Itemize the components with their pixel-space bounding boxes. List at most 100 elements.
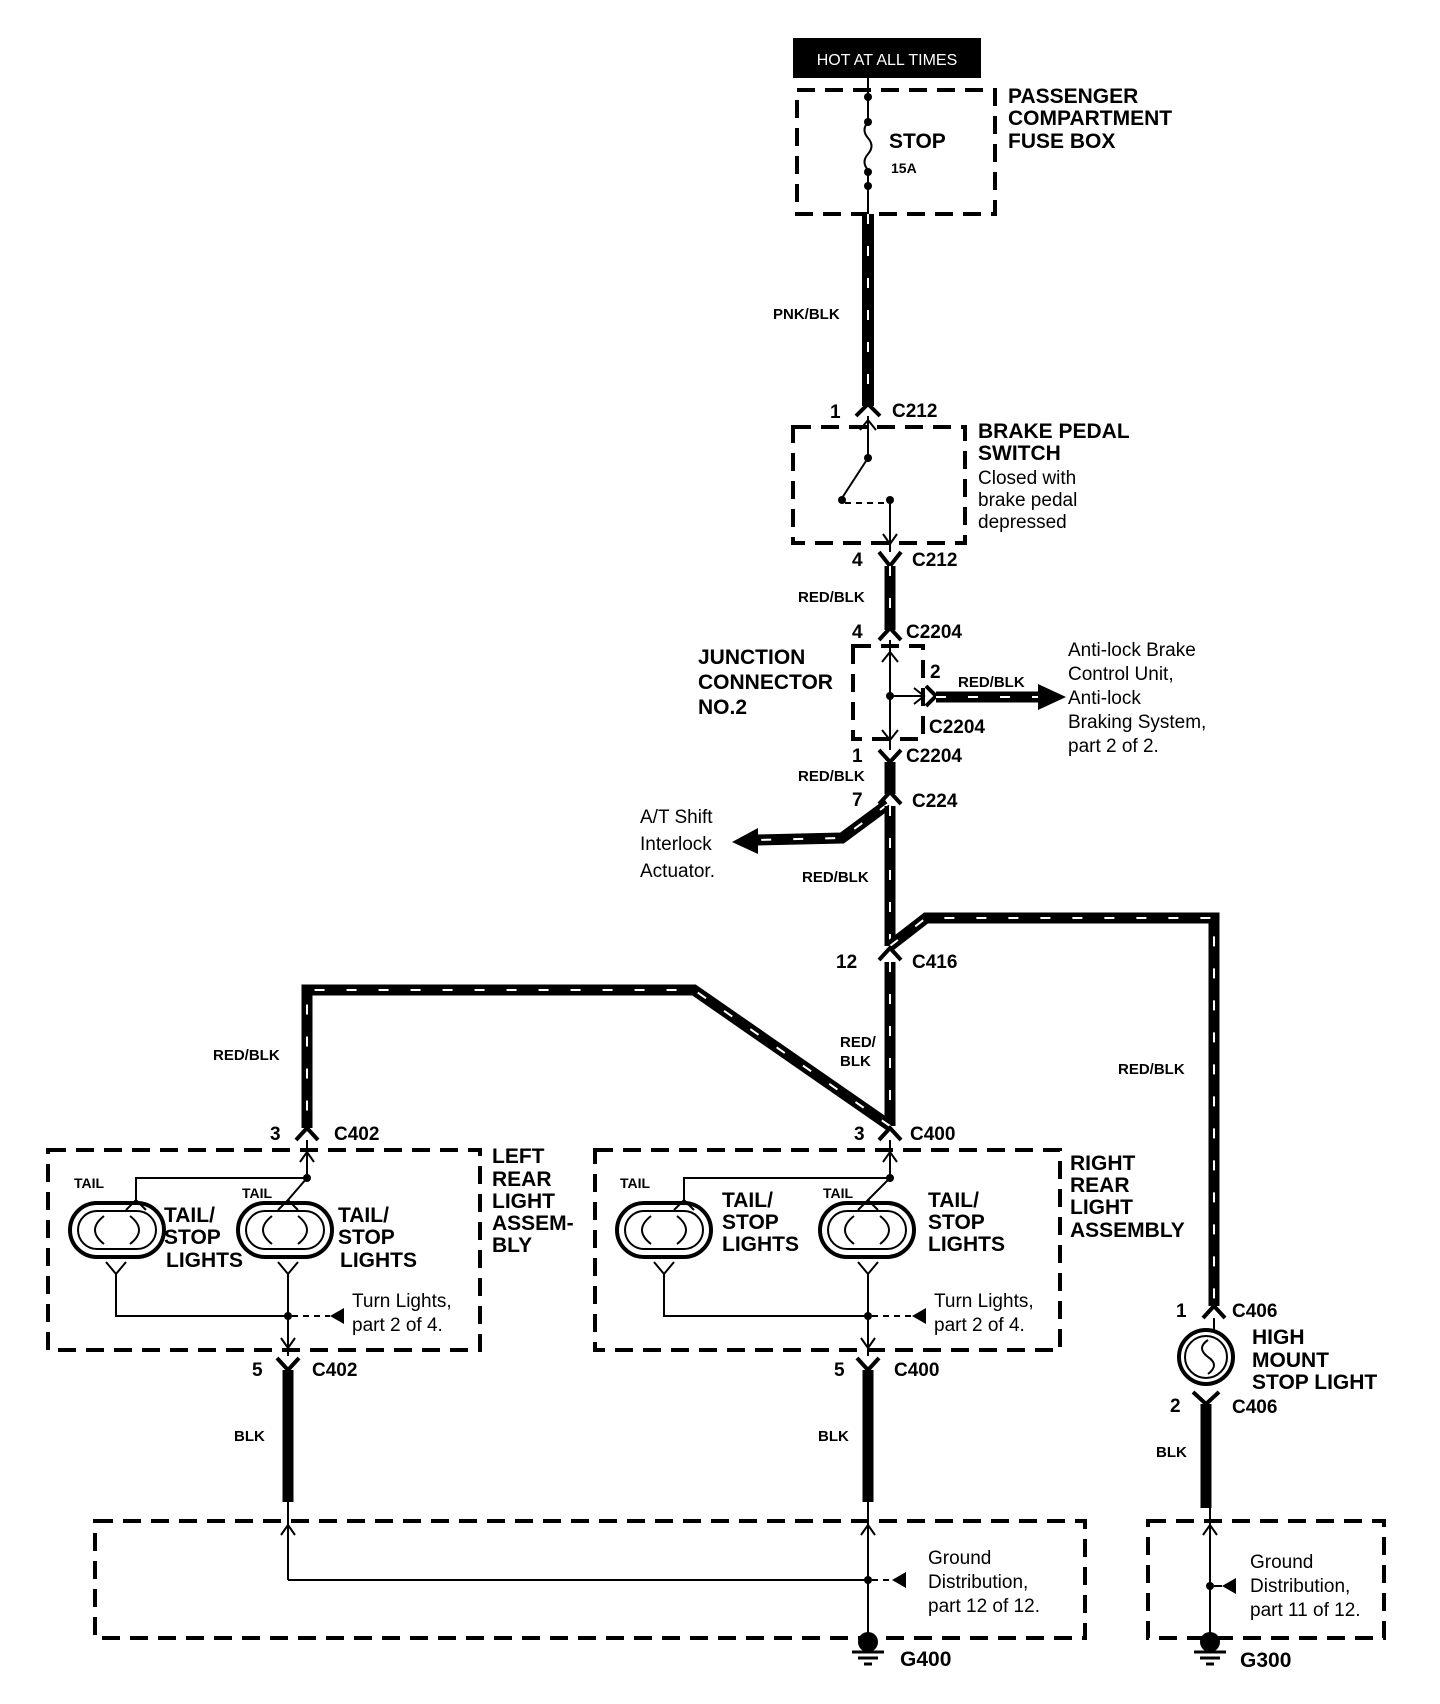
at-shift-ref-1: A/T Shift [640, 807, 713, 828]
fuse-box-label-2: COMPARTMENT [1008, 107, 1172, 130]
c2204-pin-4: 4 [852, 622, 863, 643]
c406-label-bottom: C406 [1232, 1397, 1277, 1418]
c400-label-top: C400 [910, 1124, 955, 1145]
wire-label-red-blk-1: RED/BLK [798, 589, 865, 606]
brake-switch-desc-1: Closed with [978, 468, 1076, 489]
at-shift-ref-3: Actuator. [640, 861, 715, 882]
right-rear-light-assembly: TAIL TAIL TAIL/ STOP LIGHTS TAIL/ STOP L… [593, 1140, 1185, 1356]
right-bulb-1-icon [615, 1201, 713, 1259]
right-tail-label-1: TAIL [620, 1175, 651, 1191]
fuse-name: STOP [889, 130, 946, 153]
c400-connector-bottom: 5 C400 [834, 1356, 939, 1381]
wire-blk-high-mount: BLK [1156, 1404, 1212, 1508]
high-mount-stop-light: HIGH MOUNT STOP LIGHT [1177, 1318, 1377, 1394]
wire-label-red-blk-split-1: RED/ [840, 1034, 877, 1051]
g400-ref-1: Ground [928, 1548, 991, 1569]
left-lamp-1-label-3: LIGHTS [166, 1249, 243, 1272]
wire-to-at-shift: A/T Shift Interlock Actuator. [640, 799, 892, 882]
c2204-label-bottom: C2204 [906, 746, 962, 767]
right-bulb-2-icon [818, 1201, 916, 1259]
c212-connector-top: 1 C212 [830, 401, 937, 423]
left-rear-title-3: LIGHT [492, 1190, 555, 1213]
junction-title-3: NO.2 [698, 696, 747, 719]
left-bulb-1-icon [68, 1201, 166, 1259]
wire-label-blk-hm: BLK [1156, 1444, 1187, 1461]
high-mount-title-2: MOUNT [1252, 1349, 1329, 1372]
fuse-rating: 15A [891, 160, 917, 176]
left-lamp-2-label-3: LIGHTS [340, 1249, 417, 1272]
c2204-pin-2: 2 [930, 662, 941, 683]
right-lamp-2-label-1: TAIL/ [928, 1189, 979, 1212]
c224-label: C224 [912, 791, 958, 812]
right-lamp-1-label-2: STOP [722, 1211, 779, 1234]
left-lamp-2-label-2: STOP [338, 1226, 395, 1249]
left-rear-title-4: ASSEM- [492, 1212, 574, 1235]
c402-pin-5: 5 [252, 1360, 263, 1381]
abs-ref-2: Control Unit, [1068, 664, 1174, 685]
arrow-left-icon [732, 828, 758, 854]
ground-g400-icon: G400 [852, 1632, 951, 1671]
left-lamp-2-label-1: TAIL/ [338, 1204, 389, 1227]
junction-title-2: CONNECTOR [698, 671, 833, 694]
c224-connector: 7 C224 [852, 789, 958, 812]
g400-ref-2: Distribution, [928, 1572, 1028, 1593]
abs-ref-4: Braking System, [1068, 712, 1206, 733]
wire-label-blk-right: BLK [818, 1428, 849, 1445]
wire-to-high-mount: RED/BLK [886, 912, 1220, 1306]
wire-label-red-blk-abs: RED/BLK [958, 674, 1025, 691]
c400-pin-3: 3 [854, 1124, 865, 1145]
ground-g400-box: Ground Distribution, part 12 of 12. [93, 1502, 1087, 1640]
left-rear-title-2: REAR [492, 1168, 552, 1191]
switch-contact-icon [841, 457, 869, 499]
g300-ref-2: Distribution, [1250, 1576, 1350, 1597]
c406-connector-bottom: 2 C406 [1170, 1390, 1277, 1418]
c2204-pin-1: 1 [852, 746, 863, 767]
c416-connector: 12 C416 [836, 945, 957, 973]
left-rear-title-1: LEFT [492, 1145, 545, 1168]
wire-label-blk-left: BLK [234, 1428, 265, 1445]
c2204-connector-bottom: 1 C2204 [852, 746, 962, 767]
wire-pnk-blk: PNK/BLK [773, 214, 874, 406]
right-rear-title-3: LIGHT [1070, 1196, 1133, 1219]
fuse-box-label-1: PASSENGER [1008, 85, 1138, 108]
c224-pin-7: 7 [852, 790, 863, 811]
wire-blk-left: BLK [234, 1370, 294, 1502]
c406-connector-top: 1 C406 [1176, 1301, 1277, 1322]
right-turn-ref-2: part 2 of 4. [934, 1315, 1025, 1336]
fuse-box-label-3: FUSE BOX [1008, 130, 1115, 153]
ground-g300-label: G300 [1240, 1649, 1291, 1672]
c212-label-bottom: C212 [912, 550, 957, 571]
right-rear-title-1: RIGHT [1070, 1152, 1136, 1175]
wire-label-red-blk-hm: RED/BLK [1118, 1061, 1185, 1078]
right-lamp-2-label-2: STOP [928, 1211, 985, 1234]
c2204-connector-top: 4 C2204 [852, 622, 962, 643]
left-lamp-1-label-2: STOP [164, 1226, 221, 1249]
c400-pin-5: 5 [834, 1360, 845, 1381]
wire-label-red-blk-3: RED/BLK [802, 869, 869, 886]
high-mount-bulb-icon [1177, 1328, 1235, 1386]
ground-g300-box: Ground Distribution, part 11 of 12. [1146, 1508, 1386, 1640]
at-shift-ref-2: Interlock [640, 834, 712, 855]
arrow-right-icon [1038, 684, 1066, 710]
c416-label: C416 [912, 952, 957, 973]
brake-switch-title-2: SWITCH [978, 442, 1061, 465]
wire-red-blk-3: RED/BLK [802, 806, 896, 946]
wire-label-red-blk-2: RED/BLK [798, 768, 865, 785]
wire-to-abs: RED/BLK Anti-lock Brake Control Unit, An… [936, 640, 1206, 757]
wire-label-red-blk-split-2: BLK [840, 1053, 871, 1070]
left-lamp-1-label-1: TAIL/ [164, 1204, 215, 1227]
right-rear-title-4: ASSEMBLY [1070, 1219, 1185, 1242]
high-mount-title-3: STOP LIGHT [1252, 1371, 1377, 1394]
right-rear-title-2: REAR [1070, 1174, 1130, 1197]
g300-ref-1: Ground [1250, 1552, 1313, 1573]
junction-connector: 2 C2204 JUNCTION CONNECTOR NO.2 [698, 640, 985, 750]
right-lamp-2-label-3: LIGHTS [928, 1233, 1005, 1256]
c402-pin-3: 3 [270, 1124, 281, 1145]
left-rear-light-assembly: TAIL TAIL TAIL/ STOP LIGHTS TAIL/ STOP L… [46, 1140, 574, 1356]
c406-pin-1: 1 [1176, 1301, 1187, 1322]
wire-red-blk-1: RED/BLK [798, 566, 896, 630]
c400-label-bottom: C400 [894, 1360, 939, 1381]
c402-connector-top: 3 C402 [270, 1124, 379, 1145]
c2204-label-side: C2204 [929, 717, 985, 738]
left-bulb-2-icon [236, 1201, 334, 1259]
